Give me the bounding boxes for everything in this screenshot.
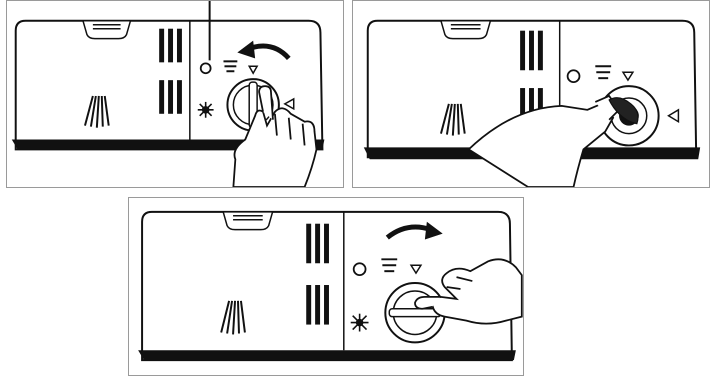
- sun-icon: [351, 314, 369, 332]
- step-open-cap-panel: turn-cap-counterclockwise: [6, 0, 344, 188]
- sun-icon: [198, 102, 214, 118]
- lid-tab: [83, 21, 130, 39]
- level-indicator-icon: [201, 63, 211, 73]
- step-open-cap-illustration: [7, 1, 343, 187]
- step-pour-rinse-aid-panel: pour-from-bottle: [352, 0, 710, 188]
- level-indicator-icon: [354, 263, 366, 275]
- lid-tab: [441, 21, 490, 39]
- step-close-cap-panel: turn-cap-clockwise: [128, 197, 524, 376]
- step-pour-rinse-aid-illustration: [353, 1, 709, 187]
- level-indicator-icon: [568, 70, 580, 82]
- step-close-cap-illustration: [129, 198, 523, 375]
- lid-tab: [223, 212, 272, 230]
